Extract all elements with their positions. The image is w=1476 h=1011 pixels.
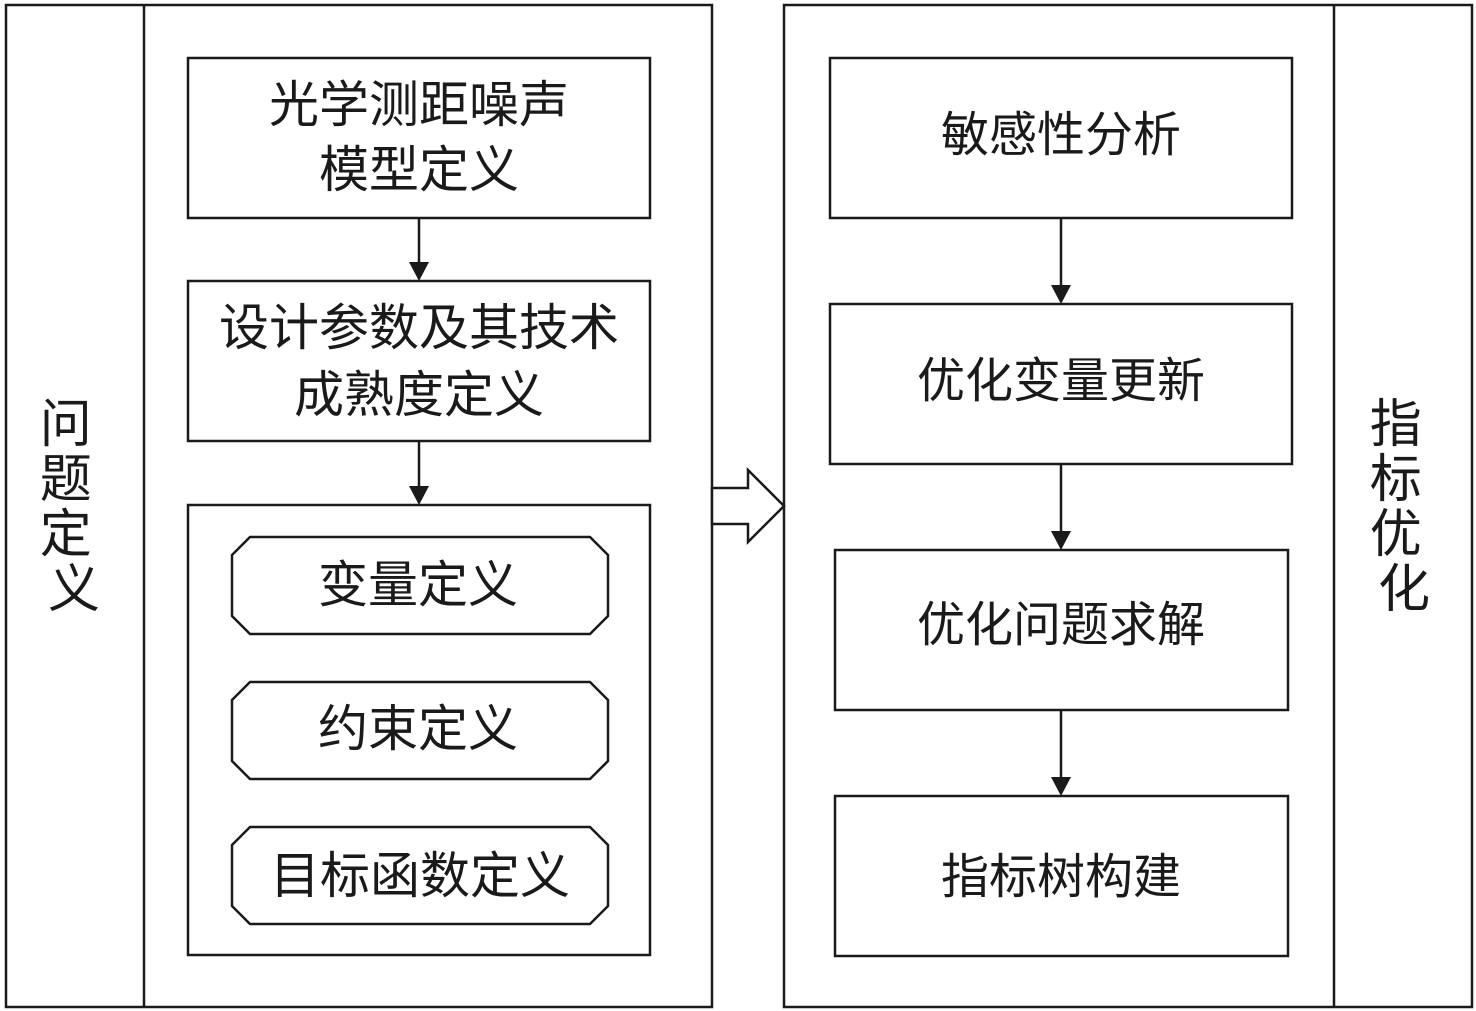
variable-update-box: 优化变量更新	[828, 302, 1294, 466]
arrow-sensitivity-to-update	[1051, 218, 1071, 304]
sensitivity-analysis-label: 敏感性分析	[941, 107, 1181, 163]
optimization-solve-box: 优化问题求解	[833, 548, 1290, 712]
design-params-box-line-2: 成熟度定义	[294, 366, 544, 424]
right-panel-frame	[782, 3, 1474, 1009]
noise-model-box: 光学测距噪声 模型定义	[186, 56, 652, 220]
optimization-solve-box-frame	[833, 548, 1290, 712]
definition-group: 变量定义 约束定义 目标函数定义	[186, 503, 652, 957]
right-panel-label-char-1: 指	[1370, 395, 1422, 455]
objective-definition-label: 目标函数定义	[270, 847, 570, 905]
arrow-params-to-group-head	[409, 486, 429, 505]
noise-model-box-frame	[186, 56, 652, 220]
constraint-definition-box: 约束定义	[230, 680, 610, 781]
variable-update-label: 优化变量更新	[917, 353, 1205, 409]
right-panel-label-char-2: 标	[1370, 450, 1422, 510]
right-panel-label-char-4: 化	[1378, 560, 1430, 620]
arrow-sensitivity-to-update-head	[1051, 285, 1071, 304]
variable-definition-label: 变量定义	[318, 556, 518, 614]
constraint-definition-box-frame	[230, 680, 610, 781]
noise-model-box-line-2: 模型定义	[319, 141, 519, 199]
left-panel-label: 问 题 定 义	[40, 395, 109, 620]
design-params-box-frame	[186, 279, 652, 443]
variable-definition-box: 变量定义	[230, 535, 610, 636]
arrow-params-to-group	[409, 441, 429, 505]
design-params-box: 设计参数及其技术 成熟度定义	[186, 279, 652, 443]
index-tree-label: 指标树构建	[941, 849, 1181, 905]
objective-definition-box: 目标函数定义	[230, 825, 610, 926]
index-tree-box: 指标树构建	[833, 794, 1290, 958]
variable-update-box-frame	[828, 302, 1294, 466]
variable-definition-box-frame	[230, 535, 610, 636]
panel-transition-arrow	[710, 466, 786, 546]
arrow-update-to-solve	[1051, 464, 1071, 550]
design-params-box-line-1: 设计参数及其技术	[219, 299, 619, 357]
left-panel: 问 题 定 义 光学测距噪声 模型定义 设计参数及其技术 成熟度定义	[4, 3, 714, 1009]
sensitivity-analysis-box: 敏感性分析	[828, 56, 1294, 220]
right-panel-label: 指 标 优 化	[1370, 395, 1439, 620]
optimization-solve-label: 优化问题求解	[917, 597, 1205, 653]
arrow-noise-to-params	[409, 218, 429, 281]
arrow-solve-to-tree	[1051, 710, 1071, 796]
left-panel-label-char-2: 题	[40, 450, 92, 510]
right-panel-label-char-3: 优	[1370, 505, 1422, 565]
noise-model-box-line-1: 光学测距噪声	[269, 76, 569, 134]
right-panel: 指 标 优 化 敏感性分析 优化变量更新 优化问题求解	[782, 3, 1474, 1009]
constraint-definition-label: 约束定义	[318, 700, 518, 758]
arrow-update-to-solve-head	[1051, 531, 1071, 550]
arrow-solve-to-tree-head	[1051, 777, 1071, 796]
left-panel-label-char-4: 义	[48, 560, 100, 620]
arrow-noise-to-params-head	[409, 262, 429, 281]
left-panel-label-char-3: 定	[40, 505, 92, 565]
left-panel-label-char-1: 问	[40, 395, 92, 455]
sensitivity-analysis-box-frame	[828, 56, 1294, 220]
objective-definition-box-frame	[230, 825, 610, 926]
index-tree-box-frame	[833, 794, 1290, 958]
